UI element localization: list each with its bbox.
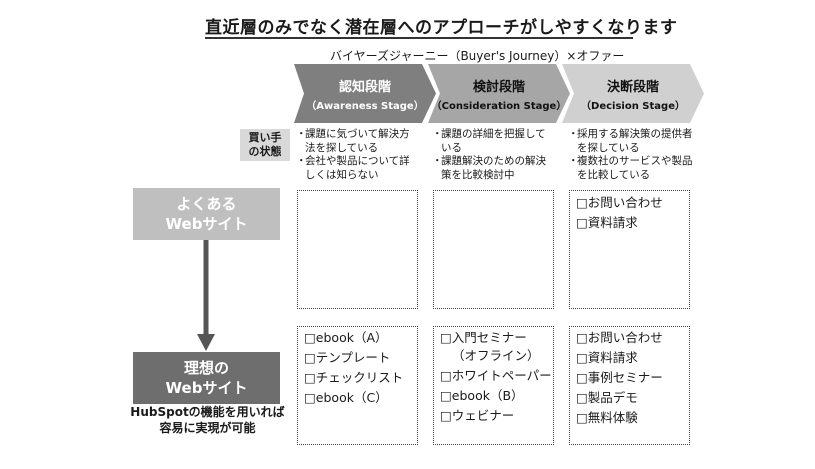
offer-item: □お問い合わせ	[576, 330, 663, 345]
offer-item: □チェックリスト	[304, 370, 404, 385]
offer-item: □無料体験	[576, 410, 638, 425]
down-arrow-icon	[197, 240, 215, 351]
offer-item: □ホワイトペーパー	[440, 368, 552, 383]
stage-name: 決断段階	[606, 79, 659, 95]
common-offers-decision: □お問い合わせ □資料請求	[569, 190, 690, 309]
row-label-line: Webサイト	[165, 215, 248, 233]
offer-item: □製品デモ	[576, 390, 638, 405]
state-text: 課題に気づいて解決方法を探している	[305, 128, 410, 154]
state-text: 課題の詳細を把握している	[441, 128, 546, 154]
state-item: ・課題解決のための解決策を比較検討中	[432, 155, 556, 182]
common-offers-consideration	[433, 190, 554, 309]
stage-consideration: 検討段階 （Consideration Stage）	[428, 64, 570, 123]
row-label-line: Webサイト	[165, 379, 248, 397]
row-label-common-website: よくある Webサイト	[133, 188, 280, 240]
offer-item: □入門セミナー	[440, 330, 527, 345]
state-text: 複数社のサービスや製品を比較している	[577, 155, 693, 181]
row-label-line: よくある	[176, 195, 237, 213]
row-label-line: 理想の	[183, 359, 229, 377]
offer-item: □お問い合わせ	[576, 195, 663, 210]
offer-item: □資料請求	[576, 350, 638, 365]
row-label-ideal-website: 理想の Webサイト	[133, 352, 280, 404]
hubspot-note-line: 容易に実現が可能	[159, 421, 256, 435]
hubspot-note: HubSpotの機能を用いれば 容易に実現が可能	[130, 404, 285, 436]
ideal-offers-awareness: □ebook（A） □テンプレート □チェックリスト □ebook（C）	[297, 326, 418, 445]
chevron-shape	[294, 64, 436, 123]
state-item: ・複数社のサービスや製品を比較している	[568, 155, 696, 182]
stage-name: 検討段階	[472, 79, 525, 95]
buyer-state-awareness: ・課題に気づいて解決方法を探している ・会社や製品について詳しくは知らない	[296, 128, 420, 182]
offer-item: □事例セミナー	[576, 370, 663, 385]
offer-item: □ウェビナー	[440, 408, 515, 423]
stage-english: （Decision Stage）	[581, 100, 685, 112]
buyer-state-consideration: ・課題の詳細を把握している ・課題解決のための解決策を比較検討中	[432, 128, 556, 182]
state-item: ・課題に気づいて解決方法を探している	[296, 128, 420, 155]
page-title: 直近層のみでなく潜在層へのアプローチがしやすくなります	[205, 18, 678, 38]
stage-english: （Awareness Stage）	[306, 100, 424, 112]
offer-item: □テンプレート	[304, 350, 391, 365]
state-item: ・課題の詳細を把握している	[432, 128, 556, 155]
state-text: 会社や製品について詳しくは知らない	[305, 155, 410, 181]
chevron-shape	[428, 64, 570, 123]
buyer-state-label-text: 買い手の状態	[248, 131, 282, 158]
buyer-state-label: 買い手の状態	[240, 129, 290, 161]
ideal-offers-decision: □お問い合わせ □資料請求 □事例セミナー □製品デモ □無料体験	[569, 326, 690, 445]
buyer-state-decision: ・採用する解決策の提供者を探している ・複数社のサービスや製品を比較している	[568, 128, 696, 182]
offer-item: □ebook（A）	[304, 330, 388, 345]
state-text: 採用する解決策の提供者を探している	[577, 128, 693, 154]
offer-item-continuation: （オフライン）	[452, 348, 540, 363]
ideal-offers-consideration: □入門セミナー （オフライン） □ホワイトペーパー □ebook（B） □ウェビ…	[433, 326, 554, 445]
stage-decision: 決断段階 （Decision Stage）	[562, 64, 704, 123]
stage-awareness: 認知段階 （Awareness Stage）	[294, 64, 436, 123]
state-item: ・会社や製品について詳しくは知らない	[296, 155, 420, 182]
hubspot-note-line: HubSpotの機能を用いれば	[130, 405, 285, 419]
offer-item: □ebook（C）	[304, 390, 388, 405]
state-text: 課題解決のための解決策を比較検討中	[441, 155, 546, 181]
chevron-shape	[562, 64, 704, 123]
offer-item: □ebook（B）	[440, 388, 524, 403]
title-underline	[205, 37, 633, 39]
subtitle: バイヤーズジャーニー（Buyer's Journey）×オファー	[330, 49, 625, 63]
stage-english: （Consideration Stage）	[431, 100, 567, 112]
offer-item: □資料請求	[576, 215, 638, 230]
stage-name: 認知段階	[338, 79, 391, 95]
state-item: ・採用する解決策の提供者を探している	[568, 128, 696, 155]
common-offers-awareness	[297, 190, 418, 309]
